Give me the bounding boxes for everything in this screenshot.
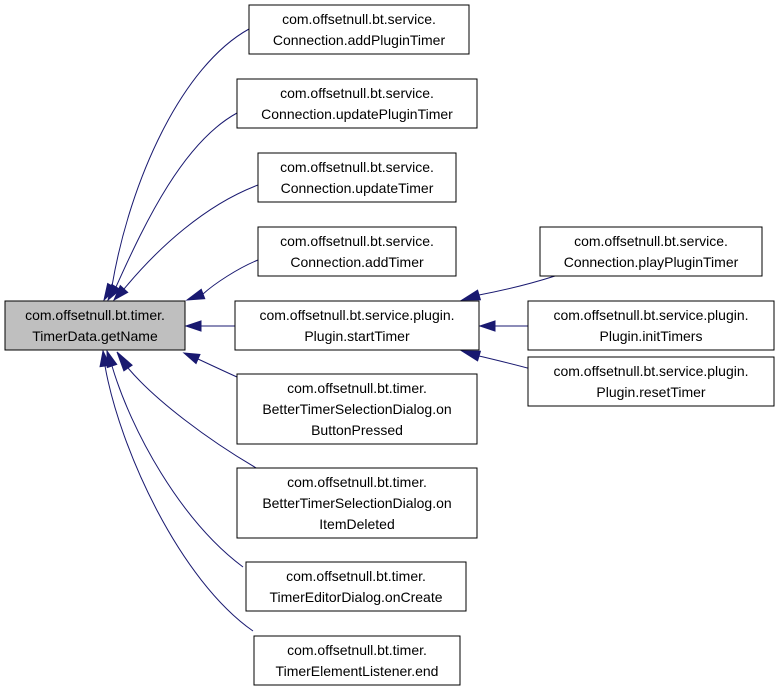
edge-onButtonPressed-to-getName (182, 352, 238, 378)
edge-arrowhead (116, 351, 133, 372)
node-label-line: com.offsetnull.bt.service. (282, 11, 436, 27)
node-label-line: com.offsetnull.bt.timer. (25, 307, 165, 323)
nodes-layer: com.offsetnull.bt.timer. TimerData.getNam… (4, 4, 775, 686)
edge-line (197, 358, 238, 378)
edge-addTimer-to-getName (185, 259, 259, 301)
node-addPluginTimer[interactable]: com.offsetnull.bt.service. Connection.add… (248, 4, 470, 55)
node-initTimers[interactable]: com.offsetnull.bt.service.plugin. Plugin.… (527, 300, 775, 351)
node-label-line: Plugin.resetTimer (596, 384, 706, 400)
node-label-line: com.offsetnull.bt.timer. (287, 380, 427, 396)
node-box[interactable] (539, 226, 763, 277)
node-updateTimer[interactable]: com.offsetnull.bt.service. Connection.upd… (257, 152, 457, 203)
edge-line (202, 259, 259, 295)
edge-initTimers-to-startTimer (478, 320, 528, 332)
node-label-line: com.offsetnull.bt.service. (574, 233, 728, 249)
edge-arrowhead (112, 284, 129, 302)
node-label-line: TimerData.getName (32, 328, 158, 344)
node-label-line: Connection.updatePluginTimer (261, 106, 453, 122)
node-label-line: BetterTimerSelectionDialog.on (262, 401, 451, 417)
edge-line (111, 365, 244, 568)
node-label-line: com.offsetnull.bt.service.plugin. (553, 307, 748, 323)
node-label-line: com.offsetnull.bt.timer. (287, 474, 427, 490)
edge-startTimer-to-getName (184, 320, 235, 332)
node-box[interactable] (236, 467, 478, 539)
node-box[interactable] (234, 300, 480, 351)
node-label-line: com.offsetnull.bt.timer. (287, 642, 427, 658)
edge-line (111, 28, 250, 287)
node-box[interactable] (527, 300, 775, 351)
node-box[interactable] (257, 152, 457, 203)
edge-onItemDeleted-to-getName (116, 351, 259, 470)
edge-arrowhead (460, 289, 482, 301)
edge-arrowhead (478, 320, 496, 332)
edge-playPluginTimer-to-startTimer (460, 275, 556, 301)
edge-arrowhead (184, 320, 202, 332)
node-label-line: ItemDeleted (319, 516, 394, 532)
edge-arrowhead (185, 288, 206, 301)
node-updatePluginTimer[interactable]: com.offsetnull.bt.service. Connection.upd… (236, 78, 478, 129)
node-label-line: Connection.addPluginTimer (273, 32, 446, 48)
node-box[interactable] (236, 373, 478, 445)
node-end[interactable]: com.offsetnull.bt.timer. TimerElementList… (253, 635, 461, 686)
node-label-line: ButtonPressed (311, 422, 403, 438)
node-label-line: TimerEditorDialog.onCreate (270, 589, 443, 605)
node-label-line: com.offsetnull.bt.timer. (286, 568, 426, 584)
node-onCreate[interactable]: com.offsetnull.bt.timer. TimerEditorDialo… (245, 561, 467, 612)
node-label-line: Connection.playPluginTimer (564, 254, 739, 270)
edges-layer (99, 28, 556, 632)
edge-end-to-getName (99, 349, 254, 632)
node-label-line: BetterTimerSelectionDialog.on (262, 495, 451, 511)
node-label-line: Plugin.startTimer (304, 328, 410, 344)
node-getName[interactable]: com.offsetnull.bt.timer. TimerData.getNam… (4, 300, 186, 351)
node-label-line: com.offsetnull.bt.service.plugin. (553, 363, 748, 379)
node-label-line: com.offsetnull.bt.service. (280, 233, 434, 249)
edge-addPluginTimer-to-getName (103, 28, 250, 302)
edge-arrowhead (182, 352, 201, 365)
node-box[interactable] (245, 561, 467, 612)
edge-line (123, 184, 259, 290)
node-label-line: Connection.addTimer (290, 254, 424, 270)
node-label-line: com.offsetnull.bt.service.plugin. (259, 307, 454, 323)
edge-line (115, 112, 238, 288)
edge-arrowhead (107, 283, 122, 302)
node-label-line: Plugin.initTimers (600, 328, 703, 344)
edge-line (104, 365, 254, 632)
edge-updatePluginTimer-to-getName (107, 112, 238, 302)
node-startTimer[interactable]: com.offsetnull.bt.service.plugin. Plugin.… (234, 300, 480, 351)
edge-line (127, 367, 259, 470)
node-onItemDeleted[interactable]: com.offsetnull.bt.timer. BetterTimerSelec… (236, 467, 478, 539)
node-box[interactable] (257, 226, 457, 277)
node-resetTimer[interactable]: com.offsetnull.bt.service.plugin. Plugin.… (527, 356, 775, 407)
node-label-line: com.offsetnull.bt.service. (280, 85, 434, 101)
node-box[interactable] (236, 78, 478, 129)
edge-resetTimer-to-startTimer (460, 350, 556, 377)
edge-onCreate-to-getName (106, 349, 244, 568)
node-box[interactable] (253, 635, 461, 686)
node-onButtonPressed[interactable]: com.offsetnull.bt.timer. BetterTimerSelec… (236, 373, 478, 445)
edge-updateTimer-to-getName (112, 184, 259, 302)
edge-arrowhead (99, 349, 111, 368)
node-box[interactable] (248, 4, 470, 55)
node-addTimer[interactable]: com.offsetnull.bt.service. Connection.add… (257, 226, 457, 277)
node-box[interactable] (527, 356, 775, 407)
node-label-line: TimerElementListener.end (276, 663, 439, 679)
node-box[interactable] (4, 300, 186, 351)
node-playPluginTimer[interactable]: com.offsetnull.bt.service. Connection.pla… (539, 226, 763, 277)
node-label-line: Connection.updateTimer (281, 180, 434, 196)
edge-line (478, 275, 556, 296)
node-label-line: com.offsetnull.bt.service. (280, 159, 434, 175)
edge-arrowhead (460, 350, 482, 362)
